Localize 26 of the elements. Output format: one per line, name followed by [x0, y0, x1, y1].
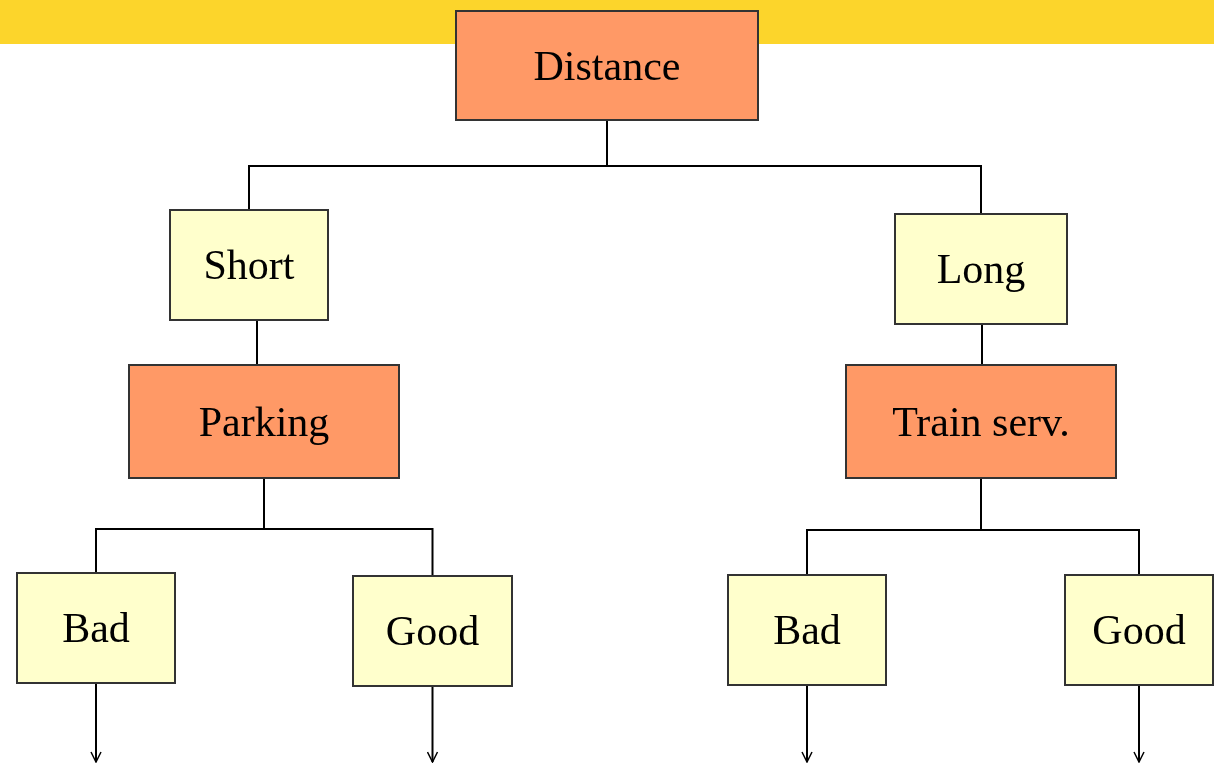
value-box [169, 209, 329, 321]
node-label: Bad [62, 604, 130, 652]
attribute-box [128, 364, 400, 479]
node-label: Parking [198, 397, 330, 446]
connector-line [981, 324, 983, 365]
node-label: Short [203, 241, 295, 289]
node-label: Good [385, 607, 480, 655]
connector-line [263, 478, 434, 576]
value-box [352, 575, 513, 687]
value-box [727, 574, 887, 686]
arrow [1133, 685, 1145, 763]
node-label: Train serv. [892, 397, 1070, 446]
arrow [90, 683, 102, 763]
attribute-box [845, 364, 1117, 479]
value-box [894, 213, 1068, 325]
arrow [426, 686, 439, 763]
attribute-box [455, 10, 759, 121]
node-label: Distance [533, 41, 681, 90]
node-label: Good [1092, 606, 1186, 654]
value-box [1064, 574, 1214, 686]
connector-line [980, 478, 1140, 575]
arrow [801, 685, 813, 763]
node-label: Bad [773, 606, 841, 654]
node-label: Long [936, 245, 1026, 293]
connector-line [256, 320, 258, 365]
value-box [16, 572, 176, 684]
